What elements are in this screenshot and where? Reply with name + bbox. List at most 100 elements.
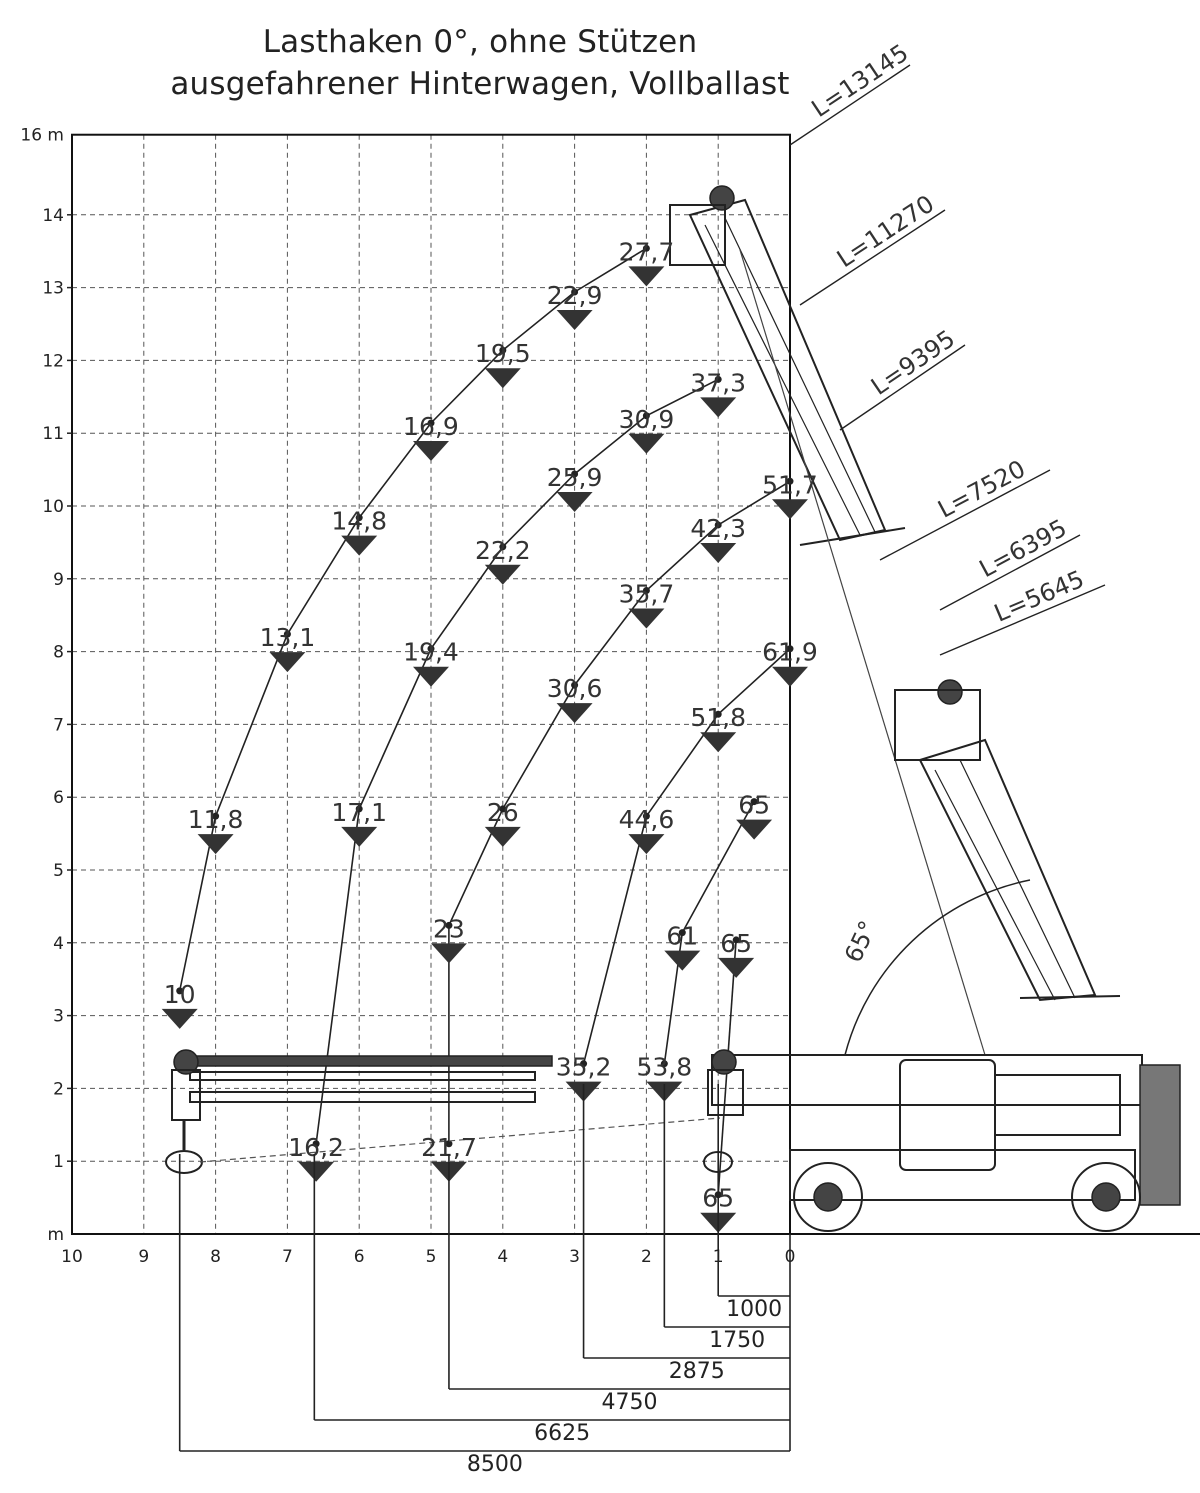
operator-cab	[899, 1059, 996, 1171]
boom-head-pulley	[173, 1049, 199, 1075]
reach-curve	[582, 648, 791, 1064]
load-marker-triangle	[628, 433, 665, 454]
curve-node	[714, 521, 722, 529]
curve-node	[642, 586, 650, 594]
x-tick-label: 7	[282, 1247, 293, 1267]
y-tick-label: 7	[53, 715, 64, 735]
load-value-label: 22,9	[547, 281, 603, 310]
load-marker-triangle	[664, 950, 701, 971]
angled-boom	[918, 738, 1097, 1002]
dimension-label: 1000	[726, 1297, 782, 1322]
x-tick-label: 3	[569, 1247, 580, 1267]
curve-node	[642, 412, 650, 420]
front-wheel-hub	[813, 1182, 843, 1212]
angled-boom-line	[959, 759, 1076, 999]
load-value-label: 51,8	[690, 703, 746, 732]
horizontal-boom-section	[189, 1071, 536, 1081]
load-marker-triangle	[298, 1161, 335, 1182]
boom-centerline	[199, 1117, 721, 1163]
horizontal-boom-lower	[189, 1091, 536, 1103]
curve-node	[445, 921, 453, 929]
x-tick-label: 4	[497, 1247, 508, 1267]
load-value-label: 51,7	[762, 470, 818, 499]
load-value-label: 25,9	[547, 463, 603, 492]
load-value-label: 26	[487, 798, 519, 827]
y-tick-label: 3	[53, 1007, 64, 1027]
curve-node	[176, 987, 184, 995]
load-marker-triangle	[484, 564, 521, 585]
load-value-label: 61	[666, 922, 698, 951]
load-marker-triangle	[700, 542, 737, 563]
y-tick-label: 8	[53, 643, 64, 663]
load-value-label: 19,5	[475, 339, 531, 368]
load-marker-triangle	[430, 943, 467, 964]
y-tick-label: 6	[53, 788, 64, 808]
dimension-label: 1750	[709, 1328, 765, 1353]
curve-node	[499, 543, 507, 551]
load-marker-triangle	[700, 397, 737, 418]
boom-length-leader	[799, 209, 946, 306]
load-marker-triangle	[628, 608, 665, 629]
load-marker-triangle	[484, 368, 521, 389]
load-value-label: 11,8	[188, 805, 244, 834]
load-value-label: 17,1	[331, 798, 387, 827]
load-marker-triangle	[628, 266, 665, 287]
load-value-label: 14,8	[331, 507, 387, 536]
title-line-2: ausgefahrener Hinterwagen, Vollballast	[170, 66, 790, 102]
steep-boom-foot	[799, 527, 906, 546]
load-value-label: 44,6	[619, 805, 675, 834]
short-boom-block	[707, 1069, 744, 1116]
load-value-label: 42,3	[690, 514, 746, 543]
boom-length-label: L=7520	[933, 455, 1030, 524]
y-tick-label: 4	[53, 934, 64, 954]
load-marker-triangle	[161, 1008, 198, 1029]
curve-node	[714, 710, 722, 718]
load-marker-triangle	[556, 703, 593, 724]
dimension-label: 6625	[534, 1421, 590, 1446]
y-tick-label: 16 m	[20, 126, 64, 146]
horizontal-boom-top	[179, 1055, 553, 1067]
load-marker-triangle	[772, 499, 808, 520]
rear-wheel-hub	[1091, 1182, 1121, 1212]
load-value-label: 30,6	[547, 674, 603, 703]
curve-node	[427, 645, 435, 653]
y-tick-label: 10	[42, 497, 64, 517]
axis-ticks: 16 m1413121110987654321m109876543210	[20, 126, 795, 1267]
steep-boom-line	[724, 217, 876, 533]
y-tick-label: 12	[42, 351, 64, 371]
y-tick-label: 2	[53, 1079, 64, 1099]
chassis	[789, 1149, 1136, 1201]
load-value-label: 27,7	[619, 237, 675, 266]
boom-length-label: L=11270	[832, 190, 939, 274]
load-value-label: 35,2	[556, 1053, 612, 1082]
boom-length-leader	[939, 584, 1106, 656]
carrier-deck	[711, 1054, 1143, 1106]
load-value-label: 23	[433, 914, 465, 943]
boom-sweep-line	[739, 249, 986, 1056]
curve-node	[678, 929, 686, 937]
y-tick-label: 13	[42, 279, 64, 299]
curve-node	[732, 936, 740, 944]
curve-node	[642, 812, 650, 820]
load-marker-triangle	[341, 535, 378, 556]
boom-head-block	[171, 1069, 201, 1121]
load-value-label: 10	[164, 980, 196, 1009]
load-marker-triangle	[413, 666, 449, 687]
load-marker-triangle	[197, 834, 234, 855]
load-marker-triangle	[413, 441, 449, 462]
x-tick-label: 9	[138, 1247, 149, 1267]
y-tick-label: 5	[53, 861, 64, 881]
dimension-label: 8500	[467, 1452, 523, 1477]
x-tick-label: 5	[426, 1247, 437, 1267]
boom-length-leader	[839, 344, 966, 431]
y-tick-label: 14	[42, 206, 64, 226]
curve-node	[571, 470, 579, 478]
angled-boom-headblock	[894, 689, 981, 761]
curve-node	[355, 805, 363, 813]
rear-wheel	[1071, 1162, 1141, 1232]
curve-node	[499, 346, 507, 354]
angle-arc	[844, 879, 1031, 1056]
